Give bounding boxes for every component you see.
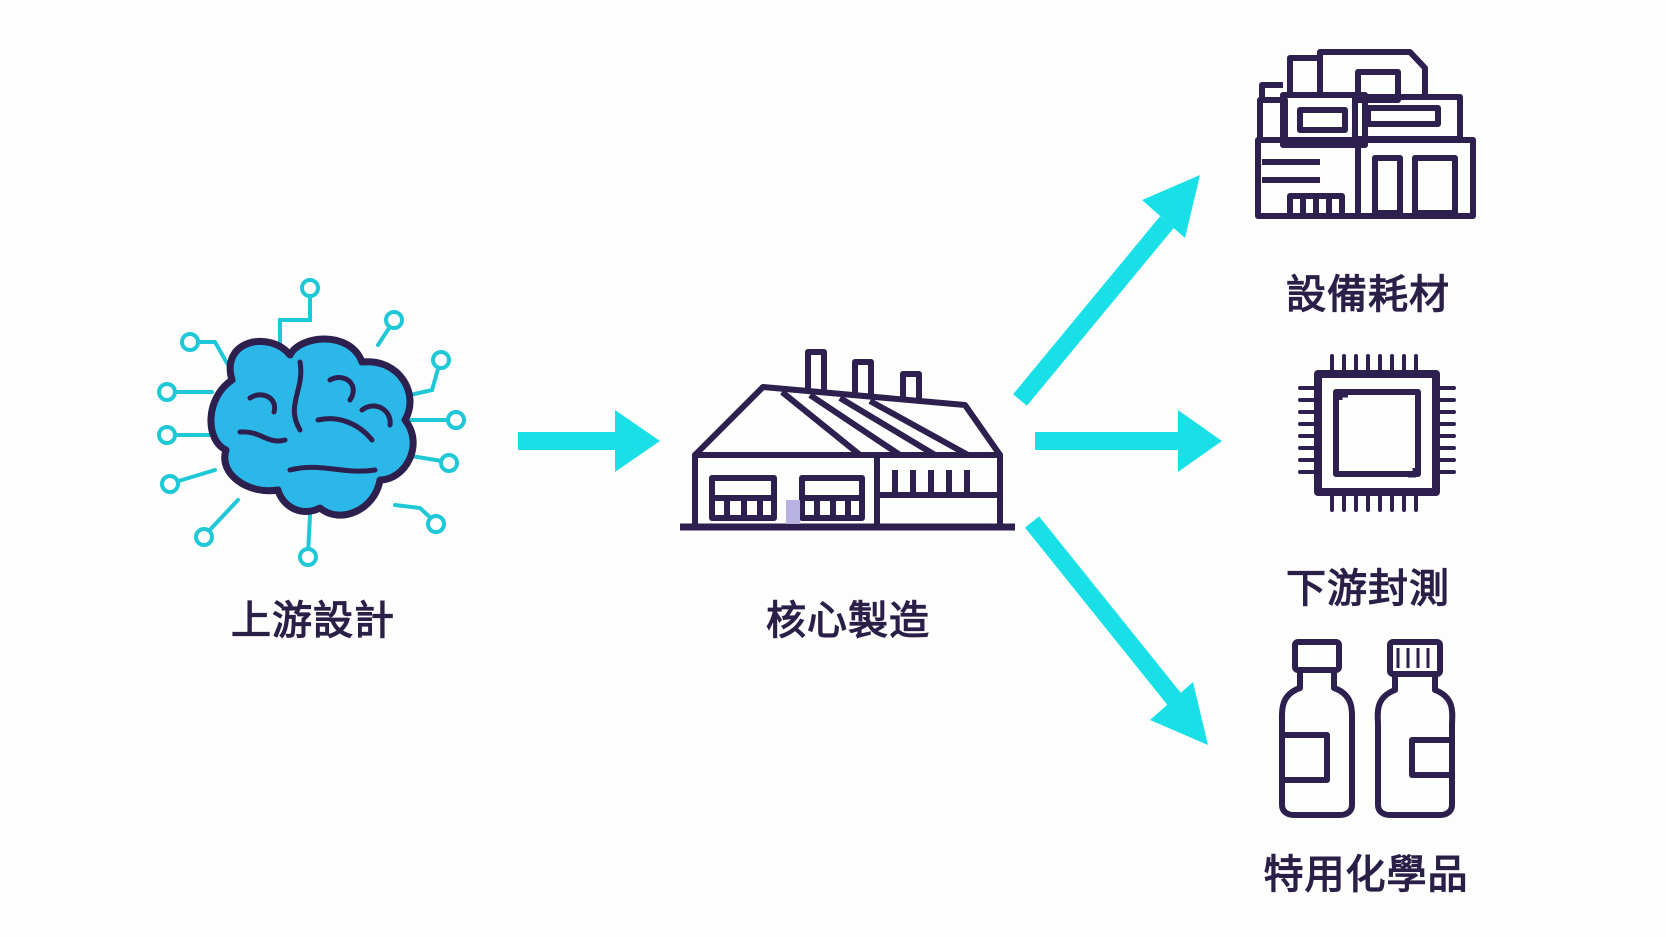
label-equipment-materials: 設備耗材 (1286, 272, 1450, 318)
brain-circuit-icon (157, 278, 466, 567)
arrow-upstream-to-core (518, 410, 660, 472)
machinery-icon (1255, 49, 1476, 219)
arrow-core-to-equipment (1013, 175, 1200, 406)
arrow-core-to-downstream (1035, 410, 1222, 472)
label-upstream-design: 上游設計 (231, 598, 395, 644)
label-core-manufacturing: 核心製造 (766, 598, 930, 644)
chip-icon (1298, 354, 1456, 512)
label-downstream-packaging: 下游封測 (1286, 566, 1450, 612)
chemical-bottles-icon (1278, 639, 1456, 818)
arrow-core-to-chemicals (1024, 516, 1208, 745)
label-specialty-chemicals: 特用化學品 (1263, 852, 1469, 898)
factory-icon (680, 349, 1015, 531)
